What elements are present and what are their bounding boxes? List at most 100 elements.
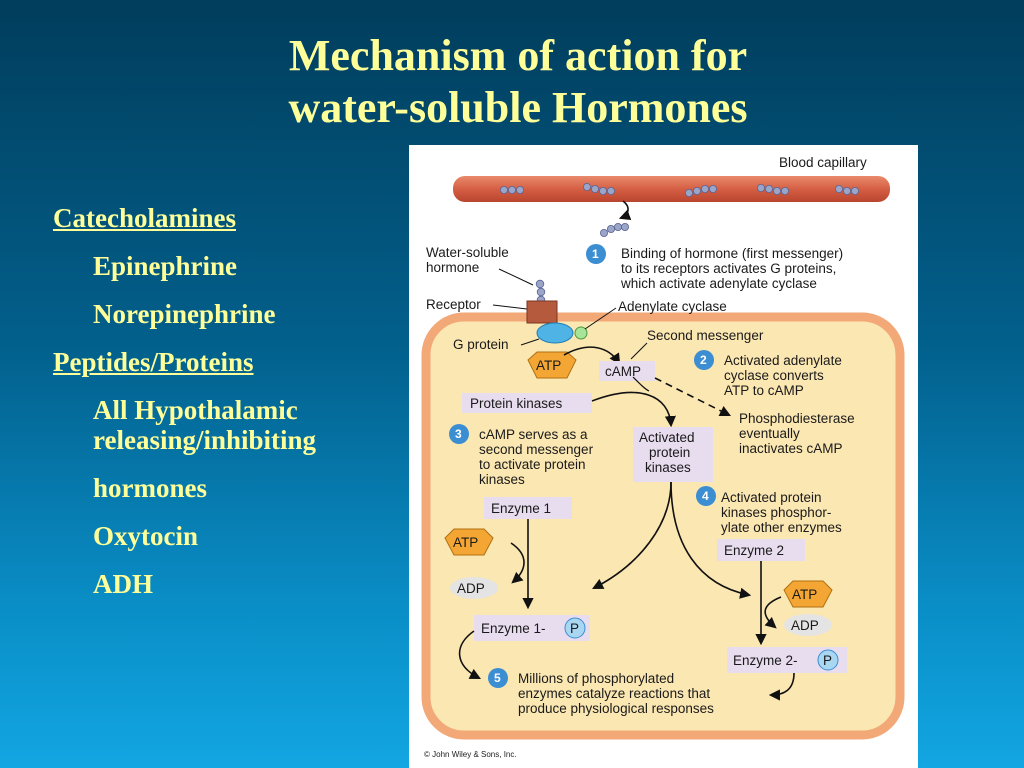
leader-second-messenger — [630, 342, 648, 360]
atp-burst-3 — [783, 580, 833, 608]
enzyme1-box — [484, 497, 572, 519]
step-2-number: 2 — [700, 353, 707, 367]
label-water-soluble-1: Water-soluble — [426, 245, 509, 260]
label-enzyme1p: Enzyme 1- — [481, 621, 546, 636]
label-atp-2: ATP — [453, 535, 478, 550]
leader-gprotein — [520, 338, 540, 346]
leader-cyclase — [584, 307, 617, 330]
arrow-release — [618, 200, 632, 221]
step-5-line2: enzymes catalyze reactions that — [518, 686, 710, 701]
slide-title: Mechanism of action for water-soluble Ho… — [0, 30, 1024, 134]
phosphodiesterase-line3: inactivates cAMP — [739, 441, 843, 456]
arrow-atp-adp-2 — [764, 596, 782, 629]
activated-kinases-line2: protein — [649, 445, 690, 460]
category-catecholamines: Catecholamines — [53, 203, 236, 233]
step-1-line1: Binding of hormone (first messenger) — [621, 246, 843, 261]
label-adp-2: ADP — [791, 618, 819, 633]
arrow-enzyme2p-step5 — [768, 672, 795, 701]
category-peptides: Peptides/Proteins — [53, 347, 254, 377]
step-1-line3: which activate adenylate cyclase — [620, 276, 817, 291]
arrow-camp-kinases — [632, 376, 650, 392]
title-line-2: water-soluble Hormones — [288, 83, 748, 132]
step-1-badge — [586, 244, 606, 264]
phosphodiesterase-line1: Phosphodiesterase — [739, 411, 855, 426]
arrow-activate-kinases — [591, 391, 676, 428]
step-3-line2: second messenger — [479, 442, 594, 457]
step-4-badge — [696, 486, 716, 506]
step-5-line3: produce physiological responses — [518, 701, 714, 716]
label-second-messenger: Second messenger — [647, 328, 764, 343]
step-3-line4: kinases — [479, 472, 525, 487]
hormone-list: Catecholamines Epinephrine Norepinephrin… — [53, 203, 403, 617]
item-hypothalamic-line1: All Hypothalamic — [93, 395, 298, 425]
step-1-number: 1 — [592, 247, 599, 261]
g-protein — [536, 322, 574, 344]
step-3-number: 3 — [455, 427, 462, 441]
step-4-line2: kinases phosphor- — [721, 505, 831, 520]
atp-burst-1 — [527, 351, 577, 379]
label-atp-3: ATP — [792, 587, 817, 602]
step-2-badge — [694, 350, 714, 370]
label-g-protein: G protein — [453, 337, 509, 352]
label-camp: cAMP — [605, 364, 641, 379]
step-2-line2: cyclase converts — [724, 368, 824, 383]
label-protein-kinases: Protein kinases — [470, 396, 563, 411]
item-hypothalamic-line2: releasing/inhibiting — [93, 425, 317, 455]
leader-hormone — [498, 268, 534, 286]
adp-1 — [450, 577, 498, 599]
item-epinephrine: Epinephrine — [93, 251, 238, 281]
mechanism-diagram: Blood capillary 1 Binding of hormone (fi… — [409, 145, 918, 768]
adp-2 — [784, 614, 832, 636]
activated-kinases-line3: kinases — [645, 460, 691, 475]
receptor — [526, 300, 558, 324]
released-hormone — [599, 223, 629, 238]
step-5-badge — [488, 668, 508, 688]
label-p-1: P — [570, 621, 579, 636]
item-adh: ADH — [93, 569, 153, 599]
label-enzyme2p: Enzyme 2- — [733, 653, 798, 668]
step-5-number: 5 — [494, 671, 501, 685]
label-receptor: Receptor — [426, 297, 481, 312]
step-3-line1: cAMP serves as a — [479, 427, 588, 442]
item-norepinephrine: Norepinephrine — [93, 299, 276, 329]
bound-hormone — [535, 279, 546, 305]
step-1-line2: to its receptors activates G proteins, — [621, 261, 836, 276]
item-hormones: hormones — [93, 473, 207, 503]
step-2-line1: Activated adenylate — [724, 353, 842, 368]
phosphate-1 — [564, 617, 586, 639]
capillary-hormone-molecules — [500, 183, 859, 198]
item-oxytocin: Oxytocin — [93, 521, 198, 551]
step-4-line3: ylate other enzymes — [721, 520, 842, 535]
camp-box — [599, 361, 655, 381]
protein-kinases-box — [462, 393, 592, 413]
label-blood-capillary: Blood capillary — [779, 155, 867, 170]
step-4-number: 4 — [702, 489, 709, 503]
arrow-kinase-enzyme2 — [670, 481, 752, 599]
arrow-atp-adp-1 — [510, 542, 525, 584]
label-water-soluble-2: hormone — [426, 260, 479, 275]
step-3-line3: to activate protein — [479, 457, 586, 472]
title-line-1: Mechanism of action for — [288, 31, 748, 80]
step-3-badge — [449, 424, 469, 444]
phosphodiesterase-line2: eventually — [739, 426, 800, 441]
diagram-svg: Blood capillary 1 Binding of hormone (fi… — [421, 155, 905, 759]
arrow-phosphodiesterase — [654, 377, 732, 417]
label-adenylate-cyclase: Adenylate cyclase — [618, 299, 727, 314]
label-adp-1: ADP — [457, 581, 485, 596]
atp-burst-2 — [444, 528, 494, 556]
arrow-atp-camp — [563, 346, 621, 365]
arrow-enzyme1p-step5 — [458, 630, 481, 680]
step-4-line1: Activated protein — [721, 490, 822, 505]
step-5-line1: Millions of phosphorylated — [518, 671, 674, 686]
label-p-2: P — [823, 653, 832, 668]
enzyme2-box — [717, 539, 805, 561]
blood-capillary — [453, 176, 890, 202]
label-enzyme2: Enzyme 2 — [724, 543, 784, 558]
copyright: © John Wiley & Sons, Inc. — [424, 750, 517, 759]
label-atp-1: ATP — [536, 358, 561, 373]
activated-kinases-line1: Activated — [639, 430, 695, 445]
activated-kinases-box — [633, 427, 713, 482]
label-enzyme1: Enzyme 1 — [491, 501, 551, 516]
phosphate-2 — [817, 649, 839, 671]
leader-receptor — [492, 304, 528, 310]
